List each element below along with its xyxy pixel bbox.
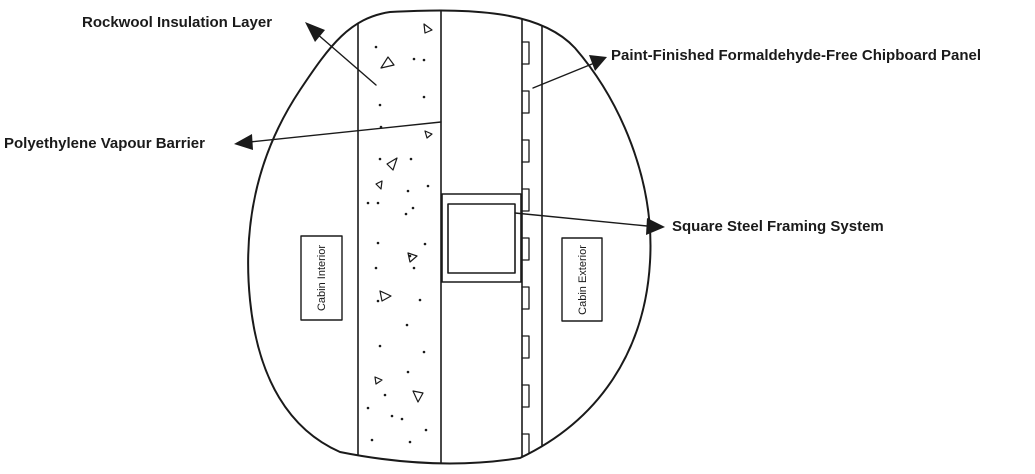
rockwool-speck xyxy=(370,438,374,442)
rockwool-texture xyxy=(366,23,433,444)
rockwool-speck xyxy=(406,189,410,193)
chipboard-notch xyxy=(521,384,530,408)
chipboard-notch xyxy=(521,433,530,457)
chipboard-notches xyxy=(521,41,530,457)
rockwool-fibre xyxy=(407,252,418,263)
rockwool-leader xyxy=(305,22,377,86)
rockwool-speck xyxy=(412,57,416,61)
rockwool-speck xyxy=(405,323,409,327)
chipboard-notch xyxy=(521,188,530,212)
rockwool-speck xyxy=(378,103,382,107)
steel-arrowhead xyxy=(646,218,665,235)
rockwool-speck xyxy=(404,212,408,216)
rockwool-speck xyxy=(409,157,413,161)
rockwool-speck xyxy=(422,95,426,99)
rockwool-speck xyxy=(378,344,382,348)
rockwool-fibre xyxy=(380,56,395,69)
rockwool-fibre xyxy=(374,376,383,385)
chipboard-notch xyxy=(521,237,530,261)
steel-callout: Square Steel Framing System xyxy=(672,218,884,235)
vapour-arrowhead xyxy=(234,134,253,150)
vapour-leader xyxy=(234,121,442,150)
rockwool-speck xyxy=(376,299,380,303)
rockwool-speck xyxy=(422,58,426,62)
rockwool-speck xyxy=(374,45,378,49)
rockwool-speck xyxy=(412,266,416,270)
rockwool-speck xyxy=(374,266,378,270)
chipboard-notch xyxy=(521,286,530,310)
rockwool-speck xyxy=(411,206,415,210)
rockwool-speck xyxy=(383,393,387,397)
rockwool-callout: Rockwool Insulation Layer xyxy=(82,14,272,31)
rockwool-fibre xyxy=(375,180,383,190)
rockwool-fibre xyxy=(423,23,433,34)
rockwool-speck xyxy=(400,417,404,421)
rockwool-speck xyxy=(366,201,370,205)
chipboard-notch xyxy=(521,139,530,163)
rockwool-fibre xyxy=(412,390,424,403)
chipboard-notch xyxy=(521,90,530,114)
rockwool-fibre xyxy=(386,157,398,171)
cabin-exterior-label: Cabin Exterior xyxy=(577,245,589,315)
steel-leader xyxy=(514,212,665,235)
cabin-exterior-box: Cabin Exterior xyxy=(561,237,603,322)
rockwool-speck xyxy=(424,428,428,432)
rockwool-speck xyxy=(408,440,412,444)
rockwool-speck xyxy=(418,298,422,302)
rockwool-arrowhead xyxy=(305,22,325,42)
cabin-interior-label: Cabin Interior xyxy=(316,245,328,311)
section-outline xyxy=(247,9,652,465)
steel-frame-outer xyxy=(441,193,522,283)
chipboard-arrowhead xyxy=(589,55,607,71)
rockwool-speck xyxy=(376,201,380,205)
chipboard-notch xyxy=(521,335,530,359)
chipboard-notch xyxy=(521,41,530,65)
rockwool-speck xyxy=(366,406,370,410)
rockwool-speck xyxy=(422,350,426,354)
chipboard-callout: Paint-Finished Formaldehyde-Free Chipboa… xyxy=(611,47,981,64)
rockwool-speck xyxy=(390,414,394,418)
rockwool-speck xyxy=(376,241,380,245)
rockwool-speck xyxy=(423,242,427,246)
rockwool-speck xyxy=(426,184,430,188)
chipboard-leader xyxy=(532,55,607,89)
rockwool-speck xyxy=(378,157,382,161)
rockwool-fibre xyxy=(424,130,433,139)
vapour-callout: Polyethylene Vapour Barrier xyxy=(4,135,205,152)
rockwool-fibre xyxy=(379,290,392,302)
rockwool-speck xyxy=(406,370,410,374)
cabin-interior-box: Cabin Interior xyxy=(300,235,343,321)
steel-frame-inner xyxy=(447,203,516,274)
